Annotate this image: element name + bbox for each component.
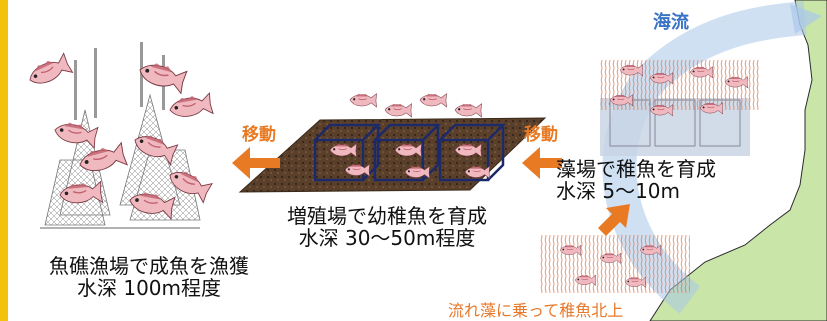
drift-seaweed-group (540, 235, 690, 293)
nursery-caption-line2: 水深 30～50m程度 (298, 226, 476, 250)
move-label-right: 移動 (524, 125, 558, 145)
accent-bar (0, 0, 8, 321)
seaweed-caption-line1: 藻場で稚魚を育成 (556, 157, 716, 181)
nursery-caption: 増殖場で幼稚魚を育成 水深 30～50m程度 (262, 205, 512, 249)
arrow-northward (598, 204, 630, 236)
arrow-move-right (522, 147, 562, 179)
reef-caption-line2: 水深 100m程度 (76, 276, 221, 300)
seaweed-caption-line2: 水深 5～10m (556, 179, 681, 203)
land-silhouette-icon (649, 0, 827, 321)
drift-caption: 流れ藻に乗って稚魚北上 (448, 301, 624, 320)
nursery-caption-line1: 増殖場で幼稚魚を育成 (287, 204, 487, 228)
arrow-move-left (232, 147, 280, 179)
seaweed-caption: 藻場で稚魚を育成 水深 5～10m (556, 158, 756, 202)
move-label-left: 移動 (242, 125, 276, 145)
seaweed-icon (600, 60, 760, 156)
net-cube-icon (313, 123, 507, 182)
reef-caption: 魚礁漁場で成魚を漁獲 水深 100m程度 (18, 255, 280, 299)
reef-caption-line1: 魚礁漁場で成魚を漁獲 (49, 254, 249, 278)
current-label: 海流 (653, 12, 689, 33)
